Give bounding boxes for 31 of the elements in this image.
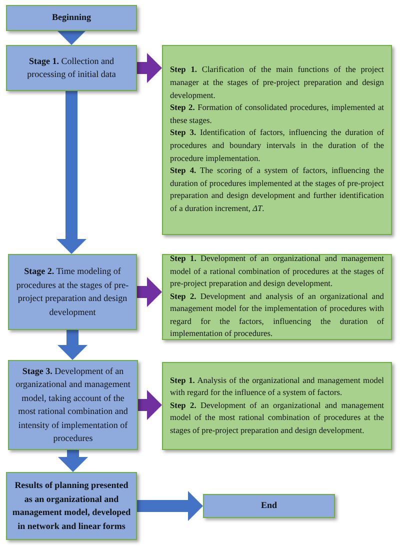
block-arrow [137, 491, 203, 521]
process-box [6, 5, 137, 31]
step-text: Step 2. Development and analysis of an organizational and management model for the implementation of procedures with regard for the factors, influencing the duration of implementation of procedures. [170, 290, 384, 340]
step-text: Step 2. Formation of consolidated procedures, implemented at these stages. [170, 102, 384, 127]
stage-text: Stage 3. Development of an organizational and management model, taking account of the most rational combination and intensity of implementation of procedures [14, 364, 132, 445]
stage-text: Beginning [50, 11, 92, 24]
stage-text: End [260, 499, 278, 512]
block-arrow [138, 390, 162, 420]
block-arrow [58, 330, 88, 360]
step-text: Step 3. Identification of factors, influencing the duration of procedures and boundary intervals in the duration of the procedure implementation. [170, 127, 384, 165]
block-arrow [137, 53, 162, 83]
process-box [6, 45, 137, 91]
step-text: Step 1. Clarification of the main functions of the project manager at the stages of pre-project preparation and design development. [170, 64, 384, 102]
block-arrow [58, 450, 88, 472]
process-box [162, 45, 392, 235]
block-arrow [56, 30, 86, 45]
stage-text: Stage 1. Collection and processing of initial data [26, 54, 117, 81]
stage-text: Results of planning presented as an organizational and management model, developed in network and linear forms [12, 479, 131, 532]
process-box [162, 362, 392, 450]
block-arrow [56, 91, 86, 254]
process-box [162, 254, 392, 340]
step-text: Step 4. The scoring of a system of factors, influencing the duration of procedures implemented at the stages of pre-project preparation and design development and further identification of a duration increment, ΔT. [170, 165, 384, 215]
process-box [6, 472, 137, 540]
step-text: Step 1. Development of an organizational and management model of a rational combination of procedures at the stages of pre-project preparation and design development. [170, 252, 384, 290]
stage-text: Stage 2. Time modeling of procedures at the stages of pre-project preparation and design development [15, 265, 130, 319]
process-box [203, 494, 335, 518]
step-text: Step 2. Development of an organizational and management model of the most rational combination of procedures at the stages of pre-project preparation and design development. [170, 400, 384, 437]
step-text: Step 1. Analysis of the organizational and management model with regard for the influence of a system of factors. [170, 374, 384, 400]
block-arrow [137, 277, 162, 307]
process-box [8, 360, 138, 450]
process-box [8, 254, 137, 330]
